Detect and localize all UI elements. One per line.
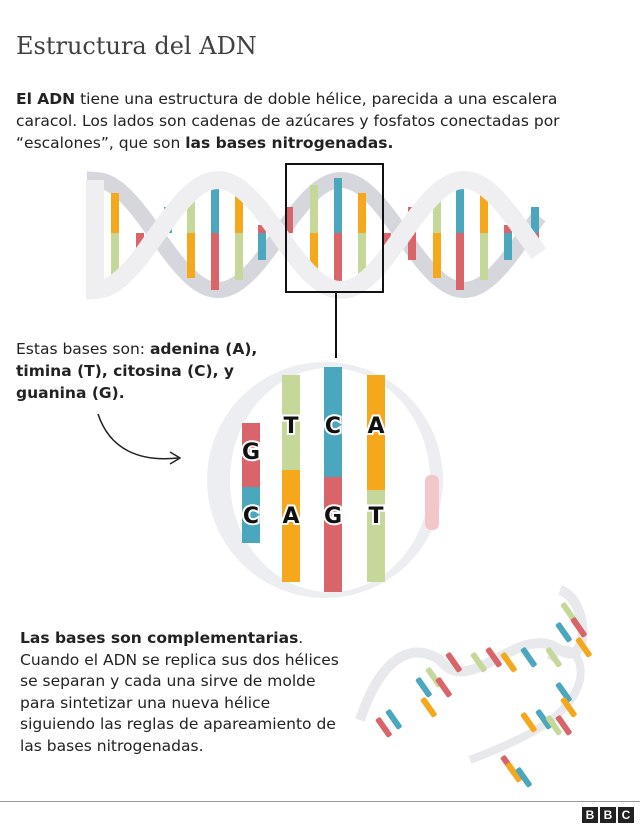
base-bar (187, 233, 195, 278)
base-bar (211, 178, 219, 233)
base-bar (258, 225, 266, 233)
zoom-box (285, 163, 384, 293)
base-bar (358, 233, 366, 280)
base-bar (334, 233, 342, 290)
base-bar-large (242, 487, 260, 543)
replication-base (385, 709, 402, 730)
replication-base (560, 602, 577, 623)
base-bar (358, 193, 366, 233)
intro-bold-2: las bases nitrogenadas. (185, 134, 394, 152)
replication-base (485, 647, 502, 668)
replication-base (375, 717, 392, 738)
replication-base (570, 617, 587, 638)
replication-base (555, 715, 572, 736)
bbc-logo: B B C (582, 807, 634, 823)
complementary-text: . Cuando el ADN se replica sus dos hélic… (20, 629, 339, 755)
replication-base (520, 712, 537, 733)
page-title: Estructura del ADN (16, 32, 257, 60)
base-bar (235, 233, 243, 280)
base-bar (258, 233, 266, 260)
base-letter-bottom: T (368, 504, 383, 529)
bases-paragraph: Estas bases son: adenina (A), timina (T)… (16, 338, 276, 404)
base-bar-large (242, 423, 260, 487)
replication-strand (468, 645, 585, 764)
bases-text: Estas bases son: (16, 340, 150, 358)
intro-paragraph: El ADN tiene una estructura de doble hél… (16, 88, 616, 154)
base-bar-large (324, 367, 342, 477)
replication-base (420, 697, 437, 718)
base-bar (456, 233, 464, 290)
base-bar (504, 225, 512, 233)
base-bar (310, 185, 318, 233)
base-letter-top: G (242, 440, 260, 465)
replication-base (575, 637, 592, 658)
replication-base (445, 652, 462, 673)
base-bar (310, 233, 318, 278)
logo-letter: B (600, 807, 616, 823)
base-bar (187, 185, 195, 233)
intro-text: tiene una estructura de doble hélice, pa… (16, 90, 560, 152)
base-bar (408, 233, 416, 260)
base-bar (480, 193, 488, 233)
replication-base (555, 682, 572, 703)
base-letter-top: T (283, 414, 298, 439)
replication-base (500, 652, 517, 673)
faded-base (425, 475, 439, 530)
base-bar (433, 233, 441, 278)
replication-base (545, 647, 562, 668)
base-bar (456, 178, 464, 233)
replication-base (520, 647, 537, 668)
logo-letter: B (582, 807, 598, 823)
replication-base (435, 677, 452, 698)
logo-letter: C (618, 807, 634, 823)
complementary-bold: Las bases son complementarias (20, 629, 299, 647)
replication-base (515, 767, 532, 788)
replication-base (555, 622, 572, 643)
base-letter-bottom: G (324, 504, 342, 529)
base-letter-bottom: A (282, 504, 299, 529)
base-letter-top: A (367, 414, 384, 439)
base-bar (504, 233, 512, 260)
footer-divider (0, 801, 640, 802)
base-letter-bottom: C (243, 504, 259, 529)
base-bar-large (324, 477, 342, 592)
base-bar-large (367, 375, 385, 490)
base-bar-large (282, 470, 300, 582)
replication-base (560, 697, 577, 718)
base-bar (111, 233, 119, 280)
base-bar (285, 207, 293, 233)
replication-base (415, 677, 432, 698)
replication-base (470, 652, 487, 673)
bases-bold: adenina (A), timina (T), citosina (C), y… (16, 340, 258, 402)
arrow-icon (97, 413, 179, 460)
replication-base (505, 762, 522, 783)
base-bar-large (282, 375, 300, 470)
helix-backbone (86, 171, 547, 300)
base-letter-top: C (325, 414, 341, 439)
arrow-head-icon (169, 451, 182, 465)
base-bar-large (367, 490, 385, 582)
complementary-paragraph: Las bases son complementarias. Cuando el… (20, 628, 350, 757)
base-bar (480, 233, 488, 280)
replication-base (535, 709, 552, 730)
intro-bold-1: El ADN (16, 90, 76, 108)
base-bar (531, 207, 539, 233)
base-bar (334, 178, 342, 233)
replication-base (545, 715, 562, 736)
base-bar (111, 193, 119, 233)
base-bar (235, 193, 243, 233)
base-bar (211, 233, 219, 290)
base-bar (433, 185, 441, 233)
